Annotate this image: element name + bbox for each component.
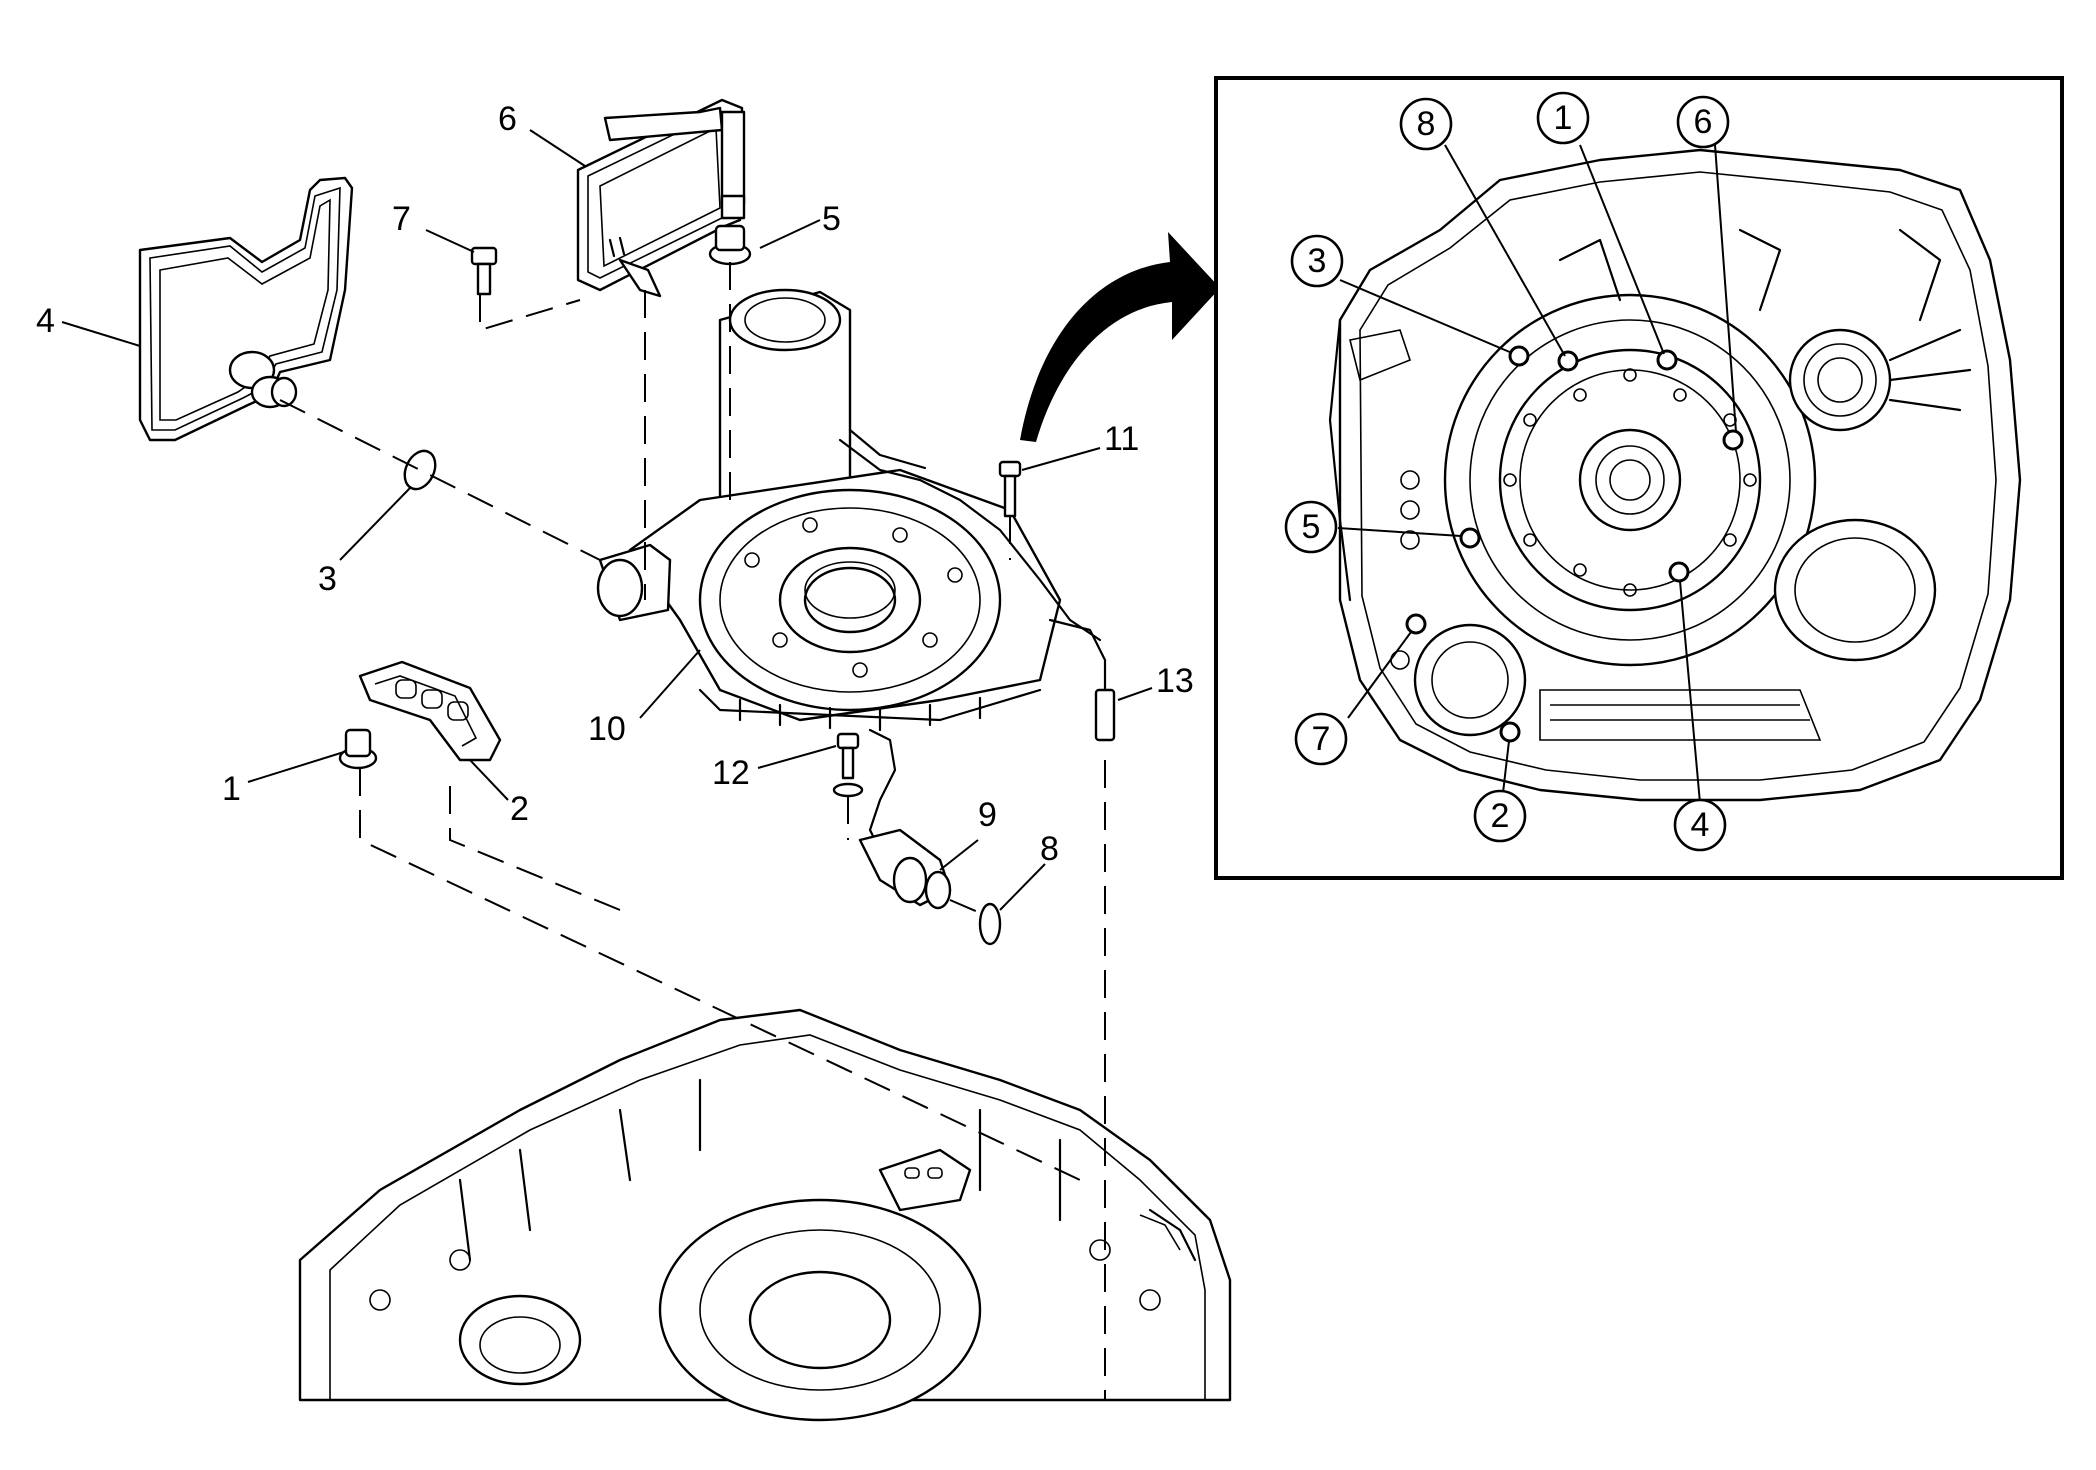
svg-text:1: 1 <box>1554 99 1573 137</box>
bolt-marker-4 <box>1668 561 1690 583</box>
sensor-part-13 <box>1048 618 1116 742</box>
callout-3: 3 <box>318 560 337 598</box>
leader-lines <box>61 129 1153 911</box>
filter-part <box>138 176 354 442</box>
bolt-marker-5 <box>1459 527 1481 549</box>
callout-13: 13 <box>1156 662 1194 700</box>
inset-callout-3: 3 <box>1290 234 1344 288</box>
bolt-marker-3 <box>1508 345 1530 367</box>
callout-10: 10 <box>588 710 626 748</box>
transmission-case <box>298 1008 1232 1422</box>
speed-sensor-part <box>858 728 952 910</box>
bolt-marker-1 <box>1656 349 1678 371</box>
callout-4: 4 <box>36 302 55 340</box>
bolt-marker-7 <box>1405 613 1427 635</box>
svg-text:5: 5 <box>1302 508 1321 546</box>
o-ring-part <box>403 449 437 491</box>
plate-part-2 <box>358 660 502 762</box>
bolt-marker-2 <box>1499 721 1521 743</box>
bolt-part-12 <box>832 732 864 798</box>
svg-text:7: 7 <box>1312 720 1331 758</box>
callout-7: 7 <box>392 200 411 238</box>
o-ring-part-8 <box>978 902 1002 946</box>
callout-12: 12 <box>712 754 750 792</box>
callout-6: 6 <box>498 100 517 138</box>
callout-5: 5 <box>822 200 841 238</box>
svg-text:3: 3 <box>1308 242 1327 280</box>
callout-11: 11 <box>1104 420 1139 458</box>
inset-callout-7: 7 <box>1294 712 1348 766</box>
svg-text:4: 4 <box>1691 806 1710 844</box>
pump-assembly-part <box>596 288 1102 732</box>
exploded-view: 4 6 7 5 3 11 10 13 1 2 12 9 8 <box>36 98 1232 1422</box>
inset-callout-4: 4 <box>1673 798 1727 852</box>
alignment-lines <box>279 262 1106 1400</box>
bolt-part-7 <box>470 246 498 296</box>
inset-callout-6: 6 <box>1676 95 1730 149</box>
inset-callout-8: 8 <box>1399 97 1453 151</box>
callout-1: 1 <box>222 770 241 808</box>
seal-part-1 <box>338 728 378 770</box>
svg-text:8: 8 <box>1417 105 1436 143</box>
inset-callout-5: 5 <box>1284 500 1338 554</box>
inset-view: 8 1 6 3 5 7 2 4 <box>1214 76 2064 880</box>
svg-text:2: 2 <box>1491 797 1510 835</box>
callout-2: 2 <box>510 790 529 828</box>
inset-callout-1: 1 <box>1536 91 1590 145</box>
bolt-marker-8 <box>1557 350 1579 372</box>
bolt-part-11 <box>998 460 1022 518</box>
callout-9: 9 <box>978 796 997 834</box>
inset-callout-2: 2 <box>1473 789 1527 843</box>
callout-8: 8 <box>1040 830 1059 868</box>
cover-part <box>576 98 746 298</box>
svg-text:6: 6 <box>1694 103 1713 141</box>
curved-arrow <box>1020 232 1220 442</box>
bolt-marker-6 <box>1722 429 1744 451</box>
